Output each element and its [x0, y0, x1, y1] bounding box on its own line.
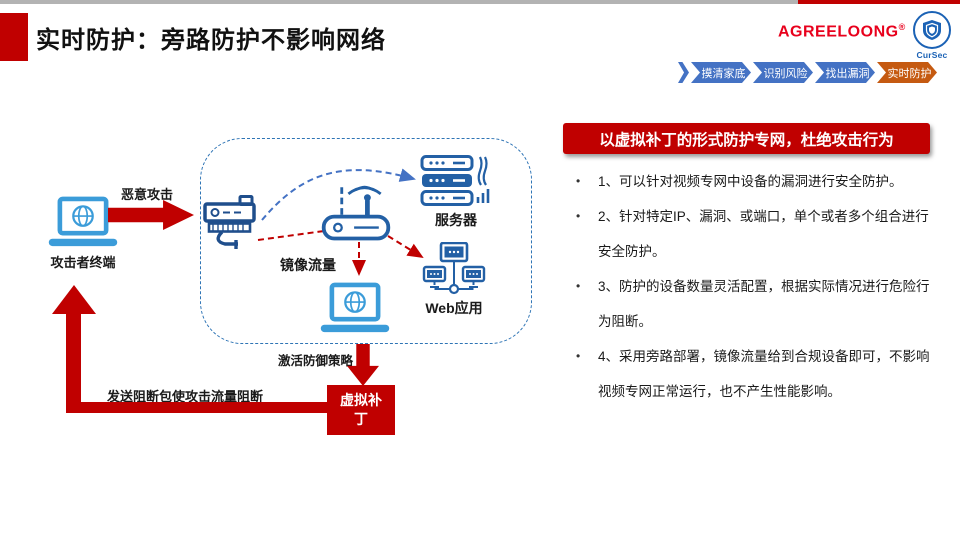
block-packet-label: 发送阻断包使攻击流量阻断 — [107, 389, 264, 404]
block-arrow-head — [52, 285, 96, 314]
mirror-traffic-label: 镜像流量 — [280, 257, 336, 273]
shield-badge-icon — [913, 11, 951, 49]
bullet-item-4: 4、采用旁路部署，镜像流量给到合规设备即可，不影响视频专网正常运行，也不产生性能… — [566, 339, 934, 409]
brand-logo-text: AGREELOONG® — [778, 22, 906, 41]
traffic-flow-lines — [257, 168, 424, 276]
activate-policy-label: 激活防御策略 — [278, 354, 354, 368]
attack-label: 恶意攻击 — [121, 187, 174, 202]
attack-arrow — [108, 200, 194, 230]
bullet-item-3: 3、防护的设备数量灵活配置，根据实际情况进行危险行为阻断。 — [566, 269, 934, 339]
server-label: 服务器 — [435, 212, 477, 228]
title-accent-block — [0, 13, 28, 61]
brand-name: AGREELOONG — [778, 23, 899, 41]
breadcrumb-item-risk: 识别风险 — [753, 62, 813, 83]
breadcrumb-item-survey: 摸清家底 — [691, 62, 751, 83]
bullet-list: 1、可以针对视频专网中设备的漏洞进行安全防护。 2、针对特定IP、漏洞、或端口，… — [566, 164, 934, 409]
chevron-lead-icon — [678, 62, 689, 83]
breadcrumb-item-vuln: 找出漏洞 — [815, 62, 875, 83]
page-title: 实时防护：旁路防护不影响网络 — [36, 27, 386, 54]
virtual-patch-box: 虚拟补丁 — [327, 385, 395, 435]
webapp-monitors-icon — [422, 241, 486, 301]
registered-mark: ® — [898, 22, 906, 32]
webapp-label: Web应用 — [425, 300, 483, 316]
bullet-item-1: 1、可以针对视频专网中设备的漏洞进行安全防护。 — [566, 164, 934, 199]
cursec-label: CurSec — [916, 50, 948, 60]
top-strip-gray — [0, 0, 798, 4]
cursec-logo: CurSec — [911, 11, 953, 60]
protected-network-boundary — [200, 138, 532, 344]
server-rack-icon — [420, 155, 492, 214]
bullet-item-2: 2、针对特定IP、漏洞、或端口，单个或者多个组合进行安全防护。 — [566, 199, 934, 269]
block-path-horizontal — [66, 402, 327, 413]
attacker-label: 攻击者终端 — [50, 255, 116, 270]
top-strip-red — [798, 0, 960, 4]
wifi-router-icon — [318, 178, 394, 247]
panel-banner: 以虚拟补丁的形式防护专网，杜绝攻击行为 — [563, 123, 930, 154]
breadcrumb-item-realtime: 实时防护 — [877, 62, 937, 83]
attacker-laptop-icon — [46, 196, 120, 255]
cctv-camera-icon — [202, 194, 264, 257]
compliance-laptop-icon — [318, 282, 392, 341]
block-path-vertical — [66, 312, 81, 412]
breadcrumb: 摸清家底 识别风险 找出漏洞 实时防护 — [678, 62, 937, 83]
